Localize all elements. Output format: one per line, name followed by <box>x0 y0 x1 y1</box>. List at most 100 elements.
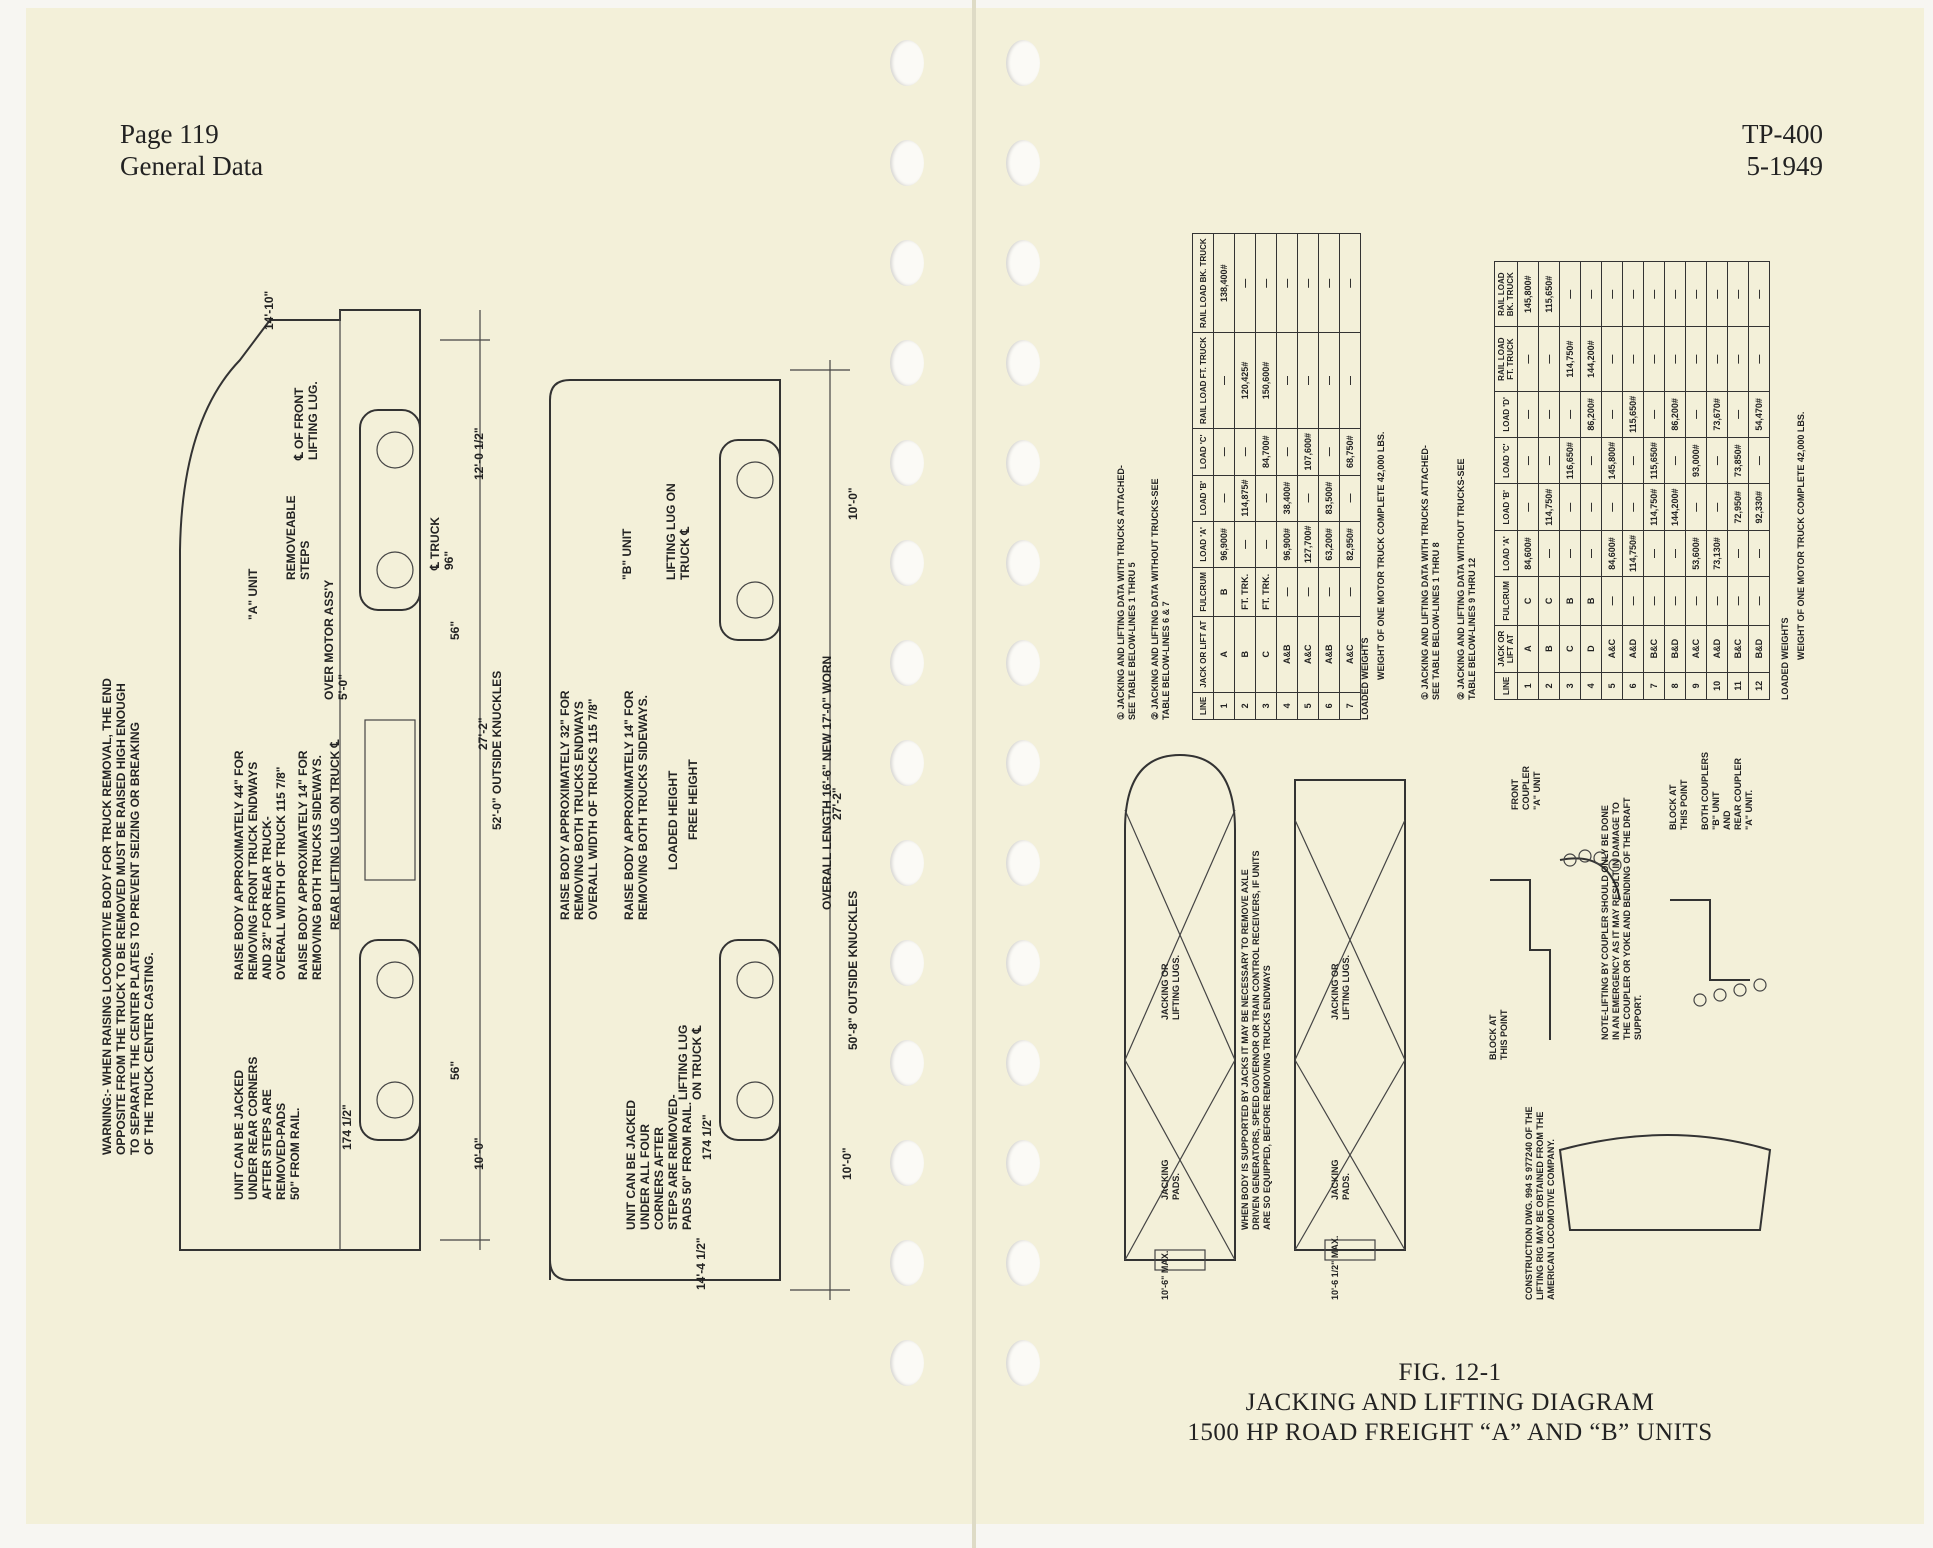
table-cell: — <box>1234 428 1256 476</box>
table-cell: 73,670# <box>1706 391 1728 438</box>
a-front-lug: ℄ OF FRONT LIFTING LUG. <box>292 381 320 460</box>
table-cell: — <box>1538 391 1560 438</box>
table-cell: 9 <box>1685 672 1707 700</box>
table-cell: — <box>1748 576 1770 626</box>
b-sideways-note: RAISE BODY APPROXIMATELY 14" FOR REMOVIN… <box>622 690 650 920</box>
table-cell: D <box>1580 625 1602 673</box>
section-title: General Data <box>120 151 264 181</box>
table-a-note1: ① JACKING AND LIFTING DATA WITH TRUCKS A… <box>1116 465 1137 720</box>
table-cell: — <box>1664 437 1686 484</box>
a-jack-note: UNIT CAN BE JACKED UNDER REAR CORNERS AF… <box>232 1056 302 1200</box>
table-cell: — <box>1339 567 1361 617</box>
b-dim-174: 174 1/2" <box>700 1114 714 1160</box>
table-cell: 92,330# <box>1748 483 1770 531</box>
right-page <box>976 8 1924 1524</box>
plan-lugs-a: JACKING OR LIFTING LUGS. <box>1160 955 1181 1020</box>
table-cell: — <box>1213 475 1235 522</box>
coupler-note: NOTE-LIFTING BY COUPLER SHOULD ONLY BE D… <box>1600 797 1643 1040</box>
table-cell: — <box>1255 233 1277 333</box>
table-cell: — <box>1706 437 1728 484</box>
b-dim-10a: 10'-0" <box>846 487 860 520</box>
table-header: FULCRUM <box>1192 567 1214 617</box>
table-cell: A&C <box>1339 616 1361 693</box>
table-cell: 3 <box>1255 692 1277 720</box>
table-cell: 10 <box>1706 672 1728 700</box>
table-cell: A&B <box>1276 616 1298 693</box>
table-cell: 138,400# <box>1213 233 1235 333</box>
table-header: RAIL LOAD BK. TRUCK <box>1192 233 1214 333</box>
b-free: FREE HEIGHT <box>686 759 700 840</box>
table-row: LINE JACK OR LIFT AT FULCRUM LOAD 'A' LO… <box>1192 233 1214 720</box>
plan-lugs-b: JACKING OR LIFTING LUGS. <box>1330 955 1351 1020</box>
table-cell: 145,800# <box>1601 437 1623 484</box>
page-header-left: Page 119 General Data <box>120 118 263 182</box>
table-cell: 2 <box>1538 672 1560 700</box>
table-header: LINE <box>1494 672 1518 700</box>
b-dim-27: 27'-2" <box>830 787 844 820</box>
table-cell: — <box>1706 326 1728 392</box>
table-header: JACK OR LIFT AT <box>1494 625 1518 673</box>
b-raise-note: RAISE BODY APPROXIMATELY 32" FOR REMOVIN… <box>558 690 600 920</box>
plan-view-b <box>1294 779 1406 1261</box>
warning-text: WARNING:- WHEN RAISING LOCOMOTIVE BODY F… <box>100 678 156 1155</box>
table-cell: — <box>1748 530 1770 577</box>
table-cell: 4 <box>1580 672 1602 700</box>
table-cell: 144,200# <box>1580 326 1602 392</box>
table-cell: 73,850# <box>1727 437 1749 484</box>
a-motor: OVER MOTOR ASS'Y 5'-0" <box>322 579 350 700</box>
table-cell: — <box>1601 261 1623 327</box>
table-cell: — <box>1664 576 1686 626</box>
table-cell: — <box>1517 437 1539 484</box>
table-cell: — <box>1643 576 1665 626</box>
table-cell: — <box>1685 483 1707 531</box>
table-header: LOAD 'C' <box>1192 428 1214 476</box>
table-row: LINE JACK OR LIFT AT FULCRUM LOAD 'A' LO… <box>1494 261 1518 700</box>
table-cell: 96,900# <box>1276 521 1298 568</box>
table-cell: — <box>1538 437 1560 484</box>
table-cell: 6 <box>1622 672 1644 700</box>
table-cell: — <box>1517 483 1539 531</box>
b-lug-on2: LIFTING LUG ON TRUCK ℄ <box>676 1024 704 1100</box>
table-cell: — <box>1559 391 1581 438</box>
table-cell: — <box>1685 391 1707 438</box>
table-cell: B&C <box>1643 625 1665 673</box>
a-steps: REMOVEABLE STEPS <box>284 495 312 580</box>
table-cell: — <box>1643 326 1665 392</box>
table-cell: 86,200# <box>1580 391 1602 438</box>
table-cell: — <box>1559 261 1581 327</box>
table-cell: — <box>1297 233 1319 333</box>
a-dim-56b: 56" <box>448 620 462 640</box>
table-cell: — <box>1213 332 1235 429</box>
table-cell: — <box>1255 475 1277 522</box>
b-jack-note: UNIT CAN BE JACKED UNDER ALL FOUR CORNER… <box>624 1094 694 1230</box>
table-cell: — <box>1234 521 1256 568</box>
table-b: LINE JACK OR LIFT AT FULCRUM LOAD 'A' LO… <box>1494 261 1770 700</box>
table-header: LOAD 'D' <box>1494 391 1518 438</box>
table-cell: — <box>1318 428 1340 476</box>
table-cell: — <box>1748 326 1770 392</box>
table-cell: 150,600# <box>1255 332 1277 429</box>
table-cell: — <box>1559 483 1581 531</box>
a-unit-drawing <box>179 309 490 1251</box>
table-cell: 144,200# <box>1664 483 1686 531</box>
table-cell: 38,400# <box>1276 475 1298 522</box>
table-cell: B <box>1538 625 1560 673</box>
table-cell: 7 <box>1643 672 1665 700</box>
table-cell: B&D <box>1748 625 1770 673</box>
table-header: FULCRUM <box>1494 576 1518 626</box>
plan-max-a: 10'-6" MAX. <box>1160 1250 1170 1300</box>
table-cell: B&C <box>1727 625 1749 673</box>
table-cell: 114,875# <box>1234 475 1256 522</box>
table-cell: — <box>1580 530 1602 577</box>
table-header: LOAD 'A' <box>1192 521 1214 568</box>
table-cell: 7 <box>1339 692 1361 720</box>
table-cell: B <box>1234 616 1256 693</box>
b-dim-14: 14'-4 1/2" <box>694 1237 708 1290</box>
table-cell: — <box>1318 567 1340 617</box>
coupler-block2: BLOCK AT THIS POINT <box>1668 779 1689 830</box>
